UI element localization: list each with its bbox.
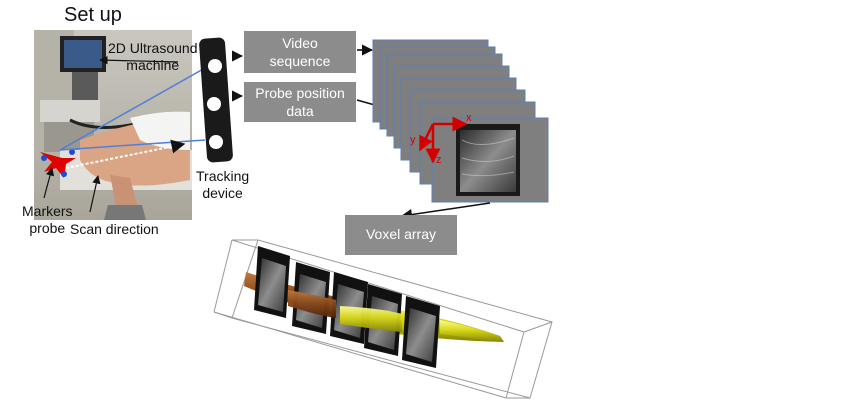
markers-probe-label: Markers probe: [22, 203, 73, 236]
tracking-device-label: Tracking device: [196, 168, 250, 201]
axis-y-label: y: [410, 134, 416, 146]
slice-1: [254, 246, 290, 318]
axis-y-line: [418, 123, 435, 152]
axis-z-label: z: [436, 154, 442, 166]
video-sequence-box: Video sequence: [244, 31, 356, 73]
slice-5: [402, 296, 440, 368]
tracking-device-icon: [199, 37, 233, 163]
scan-direction-label: Scan direction: [70, 221, 159, 237]
frame-stack: [372, 39, 549, 203]
axis-x-label: x: [466, 112, 472, 124]
probe-position-box: Probe position data: [244, 82, 356, 122]
ultrasound-machine-label: 2D Ultrasound machine: [108, 40, 198, 73]
marker-probe-icon: [40, 149, 76, 178]
voxel-array-box: Voxel array: [345, 215, 457, 255]
setup-title: Set up: [64, 4, 122, 26]
voxel-volume: [213, 239, 553, 399]
